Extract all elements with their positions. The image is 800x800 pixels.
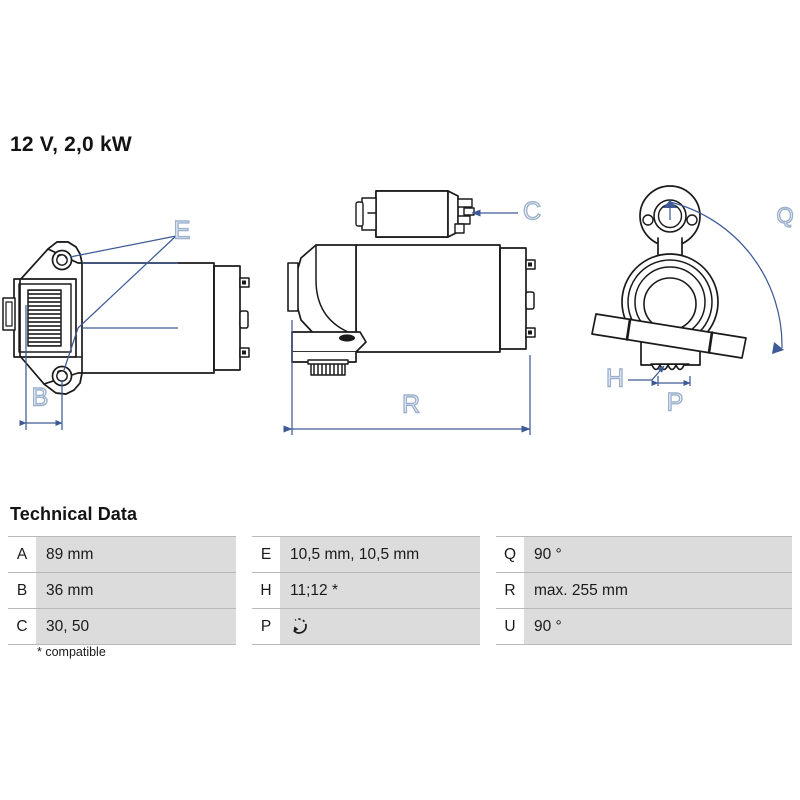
- table-value-b: 36 mm: [36, 572, 236, 609]
- leader-e-bottom-b: [63, 327, 79, 371]
- center-view-group: [287, 190, 536, 376]
- table-row: A 89 mm E 10,5 mm, 10,5 mm Q 90 °: [8, 536, 792, 573]
- table-gap: [480, 608, 496, 645]
- table-key-a: A: [8, 536, 36, 573]
- drawings-svg: E B C R Q H P: [2, 185, 794, 435]
- technical-data-heading: Technical Data: [10, 504, 138, 524]
- leader-e-bottom-a: [77, 235, 177, 329]
- leader-e-top: [69, 235, 177, 258]
- table-row: B 36 mm H 11;12 * R max. 255 mm: [8, 572, 792, 609]
- callout-label-b: B: [32, 384, 49, 412]
- table-key-b: B: [8, 572, 36, 609]
- callout-label-r: R: [402, 391, 420, 419]
- table-key-p: P: [252, 608, 280, 645]
- table-key-u: U: [496, 608, 524, 645]
- table-key-c: C: [8, 608, 36, 645]
- callout-label-p: P: [667, 389, 684, 417]
- table-key-q: Q: [496, 536, 524, 573]
- left-view-group: [2, 241, 250, 395]
- table-gap: [236, 608, 252, 645]
- table-value-h: 11;12 *: [280, 572, 480, 609]
- table-value-a: 89 mm: [36, 536, 236, 573]
- table-row: C 30, 50 P U 90 °: [8, 608, 792, 645]
- table-value-c: 30, 50: [36, 608, 236, 645]
- technical-data-table: A 89 mm E 10,5 mm, 10,5 mm Q 90 ° B 36 m…: [8, 536, 792, 645]
- table-footnote: * compatible: [37, 645, 106, 659]
- table-gap: [236, 572, 252, 609]
- callout-label-c: C: [523, 198, 541, 226]
- table-key-e: E: [252, 536, 280, 573]
- table-gap: [480, 536, 496, 573]
- table-value-p: [280, 608, 480, 645]
- table-key-h: H: [252, 572, 280, 609]
- technical-drawings: E B C R Q H P: [0, 180, 800, 455]
- rotation-counterclockwise-icon: [290, 616, 310, 636]
- table-value-e: 10,5 mm, 10,5 mm: [280, 536, 480, 573]
- callout-label-q: Q: [776, 203, 793, 228]
- right-view-group: [591, 185, 747, 371]
- table-value-r: max. 255 mm: [524, 572, 792, 609]
- table-gap: [480, 572, 496, 609]
- table-value-u: 90 °: [524, 608, 792, 645]
- page-title: 12 V, 2,0 kW: [10, 133, 132, 156]
- table-gap: [236, 536, 252, 573]
- callout-label-e: E: [174, 217, 191, 245]
- callout-label-h: H: [606, 365, 624, 393]
- table-key-r: R: [496, 572, 524, 609]
- table-value-q: 90 °: [524, 536, 792, 573]
